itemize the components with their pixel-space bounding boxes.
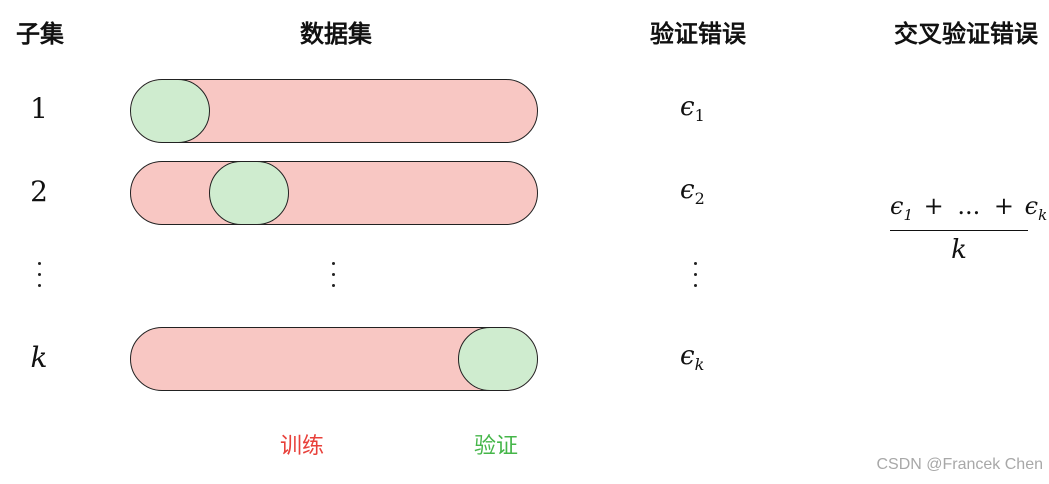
error-1: ϵ1 xyxy=(680,92,705,126)
error-2: ϵ2 xyxy=(680,175,705,209)
header-subset: 子集 xyxy=(16,20,64,48)
row-label-2: 2 xyxy=(30,175,48,208)
header-cv-error: 交叉验证错误 xyxy=(894,20,1038,48)
validation-fold-2 xyxy=(209,162,289,224)
dataset-bar-k xyxy=(130,327,538,391)
row-ellipsis-label xyxy=(34,262,44,295)
dataset-bar-1 xyxy=(130,79,538,143)
error-ellipsis xyxy=(690,262,700,295)
row-label-k: k xyxy=(30,341,48,374)
legend-validate-label: 验证 xyxy=(474,434,519,459)
cv-error-formula: ϵ1 + ... + ϵk k xyxy=(890,192,1048,266)
header-validation-error: 验证错误 xyxy=(650,20,746,48)
formula-denominator: k xyxy=(951,235,967,266)
dataset-bar-2 xyxy=(130,161,538,225)
dataset-ellipsis xyxy=(328,262,338,295)
validation-fold-k xyxy=(458,328,537,390)
validation-fold-1 xyxy=(131,80,210,142)
formula-numerator: ϵ1 + ... + ϵk xyxy=(890,192,1048,224)
error-k: ϵk xyxy=(680,341,705,375)
header-dataset: 数据集 xyxy=(300,20,372,48)
fraction-bar xyxy=(890,229,1028,232)
legend-train-label: 训练 xyxy=(280,434,325,459)
watermark: CSDN @Francek Chen xyxy=(876,456,1043,473)
row-label-1: 1 xyxy=(30,92,48,125)
